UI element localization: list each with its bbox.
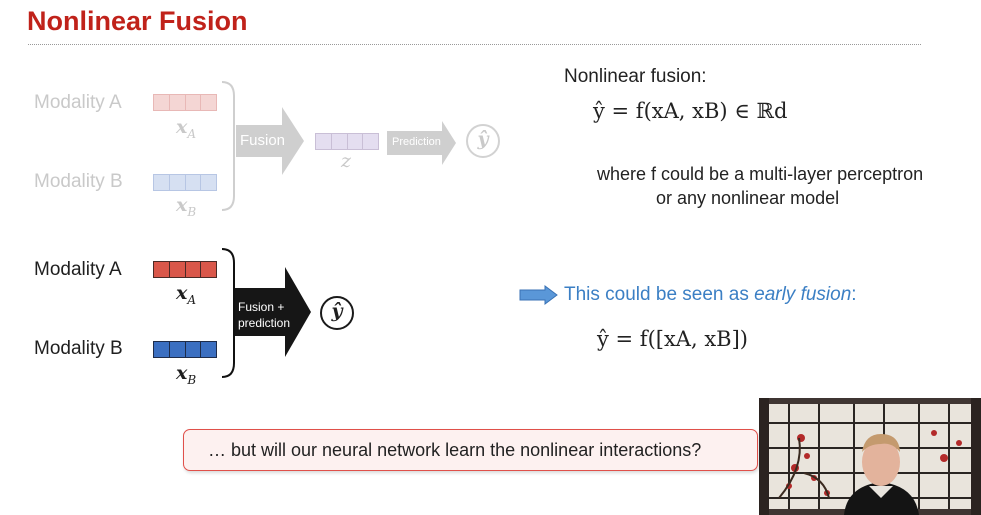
top-modality-a-label: Modality A: [34, 92, 122, 113]
presenter-webcam: [759, 398, 981, 515]
question-callout: … but will our neural network learn the …: [183, 429, 758, 471]
bottom-brace: [221, 248, 235, 378]
top-prediction-label: Prediction: [392, 136, 441, 148]
bottom-output-symbol: ŷ: [331, 300, 343, 322]
top-xb-symbol: xB: [176, 194, 197, 219]
presenter-video-frame: [759, 398, 981, 515]
callout-text: … but will our neural network learn the …: [208, 440, 702, 460]
top-brace: [221, 81, 235, 211]
bottom-xb-symbol: xB: [176, 362, 197, 387]
equation-early-fusion: ŷ = f([xA, xB]): [597, 327, 748, 351]
top-fusion-label: Fusion: [240, 132, 286, 149]
equation-nonlinear: ŷ = f(xA, xB) ∈ ℝd: [593, 99, 788, 123]
where-line-2: or any nonlinear model: [656, 188, 840, 208]
top-output-circle: [466, 124, 500, 158]
bottom-fusion-label: Fusion + prediction: [238, 300, 291, 330]
slide-title: Nonlinear Fusion: [27, 6, 248, 36]
top-prediction-arrow: [387, 121, 456, 165]
early-fusion-note: This could be seen as early fusion:: [564, 284, 857, 305]
bottom-fusion-arrow: [235, 267, 311, 357]
top-fusion-arrow: [236, 107, 304, 175]
bottom-output-circle: [320, 296, 354, 330]
nonlinear-fusion-heading: Nonlinear fusion:: [564, 66, 707, 87]
where-line-1: where f could be a multi-layer perceptro…: [597, 164, 924, 184]
top-xa-symbol: xA: [176, 116, 196, 141]
z-symbol: z: [341, 150, 352, 172]
top-modality-b-label: Modality B: [34, 171, 123, 192]
top-modality-a-vector: [153, 94, 217, 111]
top-modality-b-vector: [153, 174, 217, 191]
z-vector: [315, 133, 379, 150]
top-output-symbol: ŷ: [477, 128, 489, 150]
bottom-modality-a-vector: [153, 261, 217, 278]
bottom-xa-symbol: xA: [176, 282, 196, 307]
bottom-modality-b-vector: [153, 341, 217, 358]
bottom-modality-b-label: Modality B: [34, 338, 123, 359]
bottom-modality-a-label: Modality A: [34, 259, 122, 280]
right-arrow-icon: [519, 285, 558, 305]
title-divider: [28, 44, 921, 45]
